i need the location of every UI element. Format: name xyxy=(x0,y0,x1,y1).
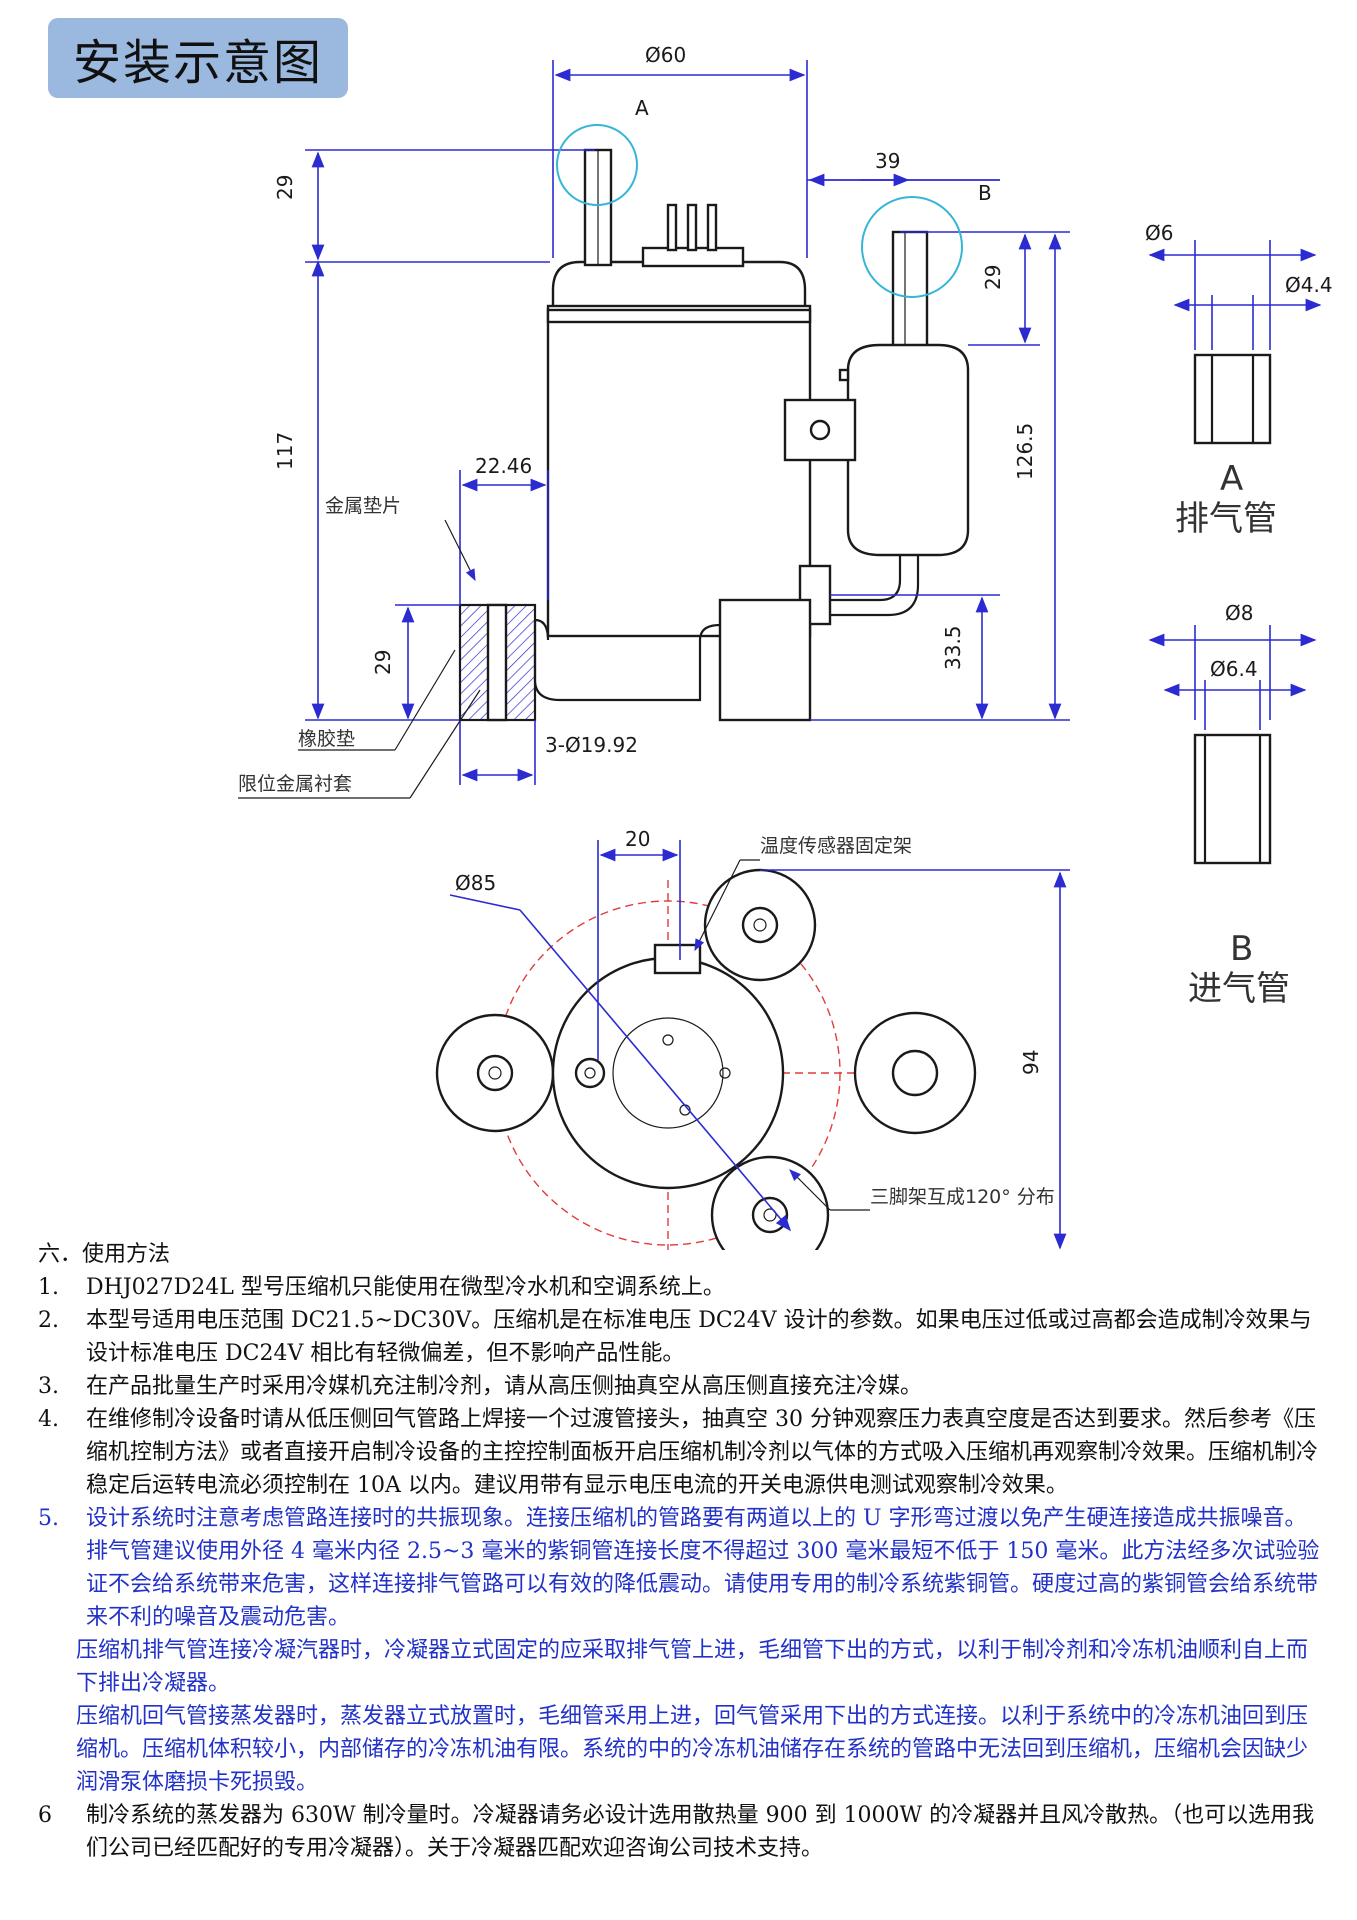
usage-item-num: 4. xyxy=(38,1407,59,1432)
installation-drawing: Ø60 39 29 117 29 126.5 22.46 29 33.5 3-Ø xyxy=(238,43,1333,1250)
usage-item-num: 6 xyxy=(38,1803,52,1828)
front-dimensions: Ø60 39 29 117 29 126.5 22.46 29 33.5 3-Ø xyxy=(238,43,1070,799)
compressor-top-view: Ø85 20 94 温度传感器固定架 三脚架互成120° 分布 xyxy=(435,827,1070,1250)
usage-item-4: 4. 在维修制冷设备时请从低压侧回气管路上焊接一个过渡管接头，抽真空 30 分钟… xyxy=(38,1403,1328,1502)
label-exhaust-pipe: 排气管 xyxy=(1175,499,1277,539)
dim-3-d19-92: 3-Ø19.92 xyxy=(545,733,638,757)
dim-d94: 94 xyxy=(1019,1050,1043,1075)
usage-item-5: 5. 设计系统时注意考虑管路连接时的共振现象。连接压缩机的管路要有两道以上的 U… xyxy=(38,1502,1328,1634)
label-a-letter: A xyxy=(1220,459,1243,499)
dim-d33-5: 33.5 xyxy=(941,625,965,670)
dim-d6-4: Ø6.4 xyxy=(1210,657,1258,681)
label-intake-pipe: 进气管 xyxy=(1188,969,1290,1009)
dim-d39: 39 xyxy=(875,149,900,173)
label-b-letter: B xyxy=(1230,929,1253,969)
dim-d126-5: 126.5 xyxy=(1013,423,1037,480)
usage-item-num: 1. xyxy=(38,1275,59,1300)
label-b-top: B xyxy=(978,181,992,205)
usage-item-1: 1. DHJ027D24L 型号压缩机只能使用在微型冷水机和空调系统上。 xyxy=(38,1271,1328,1304)
dim-d20: 20 xyxy=(625,827,650,851)
label-temp-sensor-bracket: 温度传感器固定架 xyxy=(760,835,912,857)
usage-item-text: 制冷系统的蒸发器为 630W 制冷量时。冷凝器请务必设计选用散热量 900 到 … xyxy=(86,1803,1315,1861)
usage-item-num: 3. xyxy=(38,1374,59,1399)
usage-item-text: 在维修制冷设备时请从低压侧回气管路上焊接一个过渡管接头，抽真空 30 分钟观察压… xyxy=(86,1407,1319,1498)
usage-blue-paragraph-1: 压缩机排气管连接冷凝汽器时，冷凝器立式固定的应采取排气管上进，毛细管下出的方式，… xyxy=(76,1638,1309,1696)
label-metal-washer: 金属垫片 xyxy=(325,495,401,517)
usage-heading: 六．使用方法 xyxy=(38,1242,171,1267)
label-three-feet: 三脚架互成120° 分布 xyxy=(870,1186,1055,1208)
usage-item-text: 设计系统时注意考虑管路连接时的共振现象。连接压缩机的管路要有两道以上的 U 字形… xyxy=(86,1506,1320,1630)
usage-item-text: 在产品批量生产时采用冷媒机充注制冷剂，请从高压侧抽真空从高压侧直接充注冷媒。 xyxy=(86,1374,923,1399)
label-a-top: A xyxy=(635,96,649,120)
detail-exhaust-pipe: Ø6 Ø4.4 A 排气管 xyxy=(1145,221,1333,539)
dim-d60: Ø60 xyxy=(645,43,686,67)
usage-section: 六．使用方法 1. DHJ027D24L 型号压缩机只能使用在微型冷水机和空调系… xyxy=(38,1238,1328,1865)
detail-intake-pipe: Ø8 Ø6.4 B 进气管 xyxy=(1148,601,1317,1009)
dim-d29-top: 29 xyxy=(273,175,297,200)
usage-item-text: DHJ027D24L 型号压缩机只能使用在微型冷水机和空调系统上。 xyxy=(86,1275,725,1300)
page-title: 安装示意图 xyxy=(48,18,348,98)
dim-d29-foot: 29 xyxy=(371,650,395,675)
dim-d8: Ø8 xyxy=(1225,601,1253,625)
usage-item-num: 2. xyxy=(38,1308,59,1333)
dim-d85: Ø85 xyxy=(455,871,496,895)
compressor-front-view xyxy=(458,148,970,722)
dim-d29-b: 29 xyxy=(981,265,1005,290)
usage-item-3: 3. 在产品批量生产时采用冷媒机充注制冷剂，请从高压侧抽真空从高压侧直接充注冷媒… xyxy=(38,1370,1328,1403)
usage-blue-paragraph-2: 压缩机回气管接蒸发器时，蒸发器立式放置时，毛细管采用上进，回气管采用下出的方式连… xyxy=(76,1704,1309,1795)
dim-d6: Ø6 xyxy=(1145,221,1173,245)
usage-item-num: 5. xyxy=(38,1506,59,1531)
label-rubber-pad: 橡胶垫 xyxy=(298,728,355,750)
label-metal-bushing: 限位金属衬套 xyxy=(238,773,352,795)
usage-item-6: 6 制冷系统的蒸发器为 630W 制冷量时。冷凝器请务必设计选用散热量 900 … xyxy=(38,1799,1328,1865)
dim-d22-46: 22.46 xyxy=(475,454,532,478)
dim-d117: 117 xyxy=(273,432,297,470)
usage-item-text: 本型号适用电压范围 DC21.5~DC30V。压缩机是在标准电压 DC24V 设… xyxy=(86,1308,1312,1366)
dim-d4-4: Ø4.4 xyxy=(1285,273,1333,297)
usage-item-2: 2. 本型号适用电压范围 DC21.5~DC30V。压缩机是在标准电压 DC24… xyxy=(38,1304,1328,1370)
